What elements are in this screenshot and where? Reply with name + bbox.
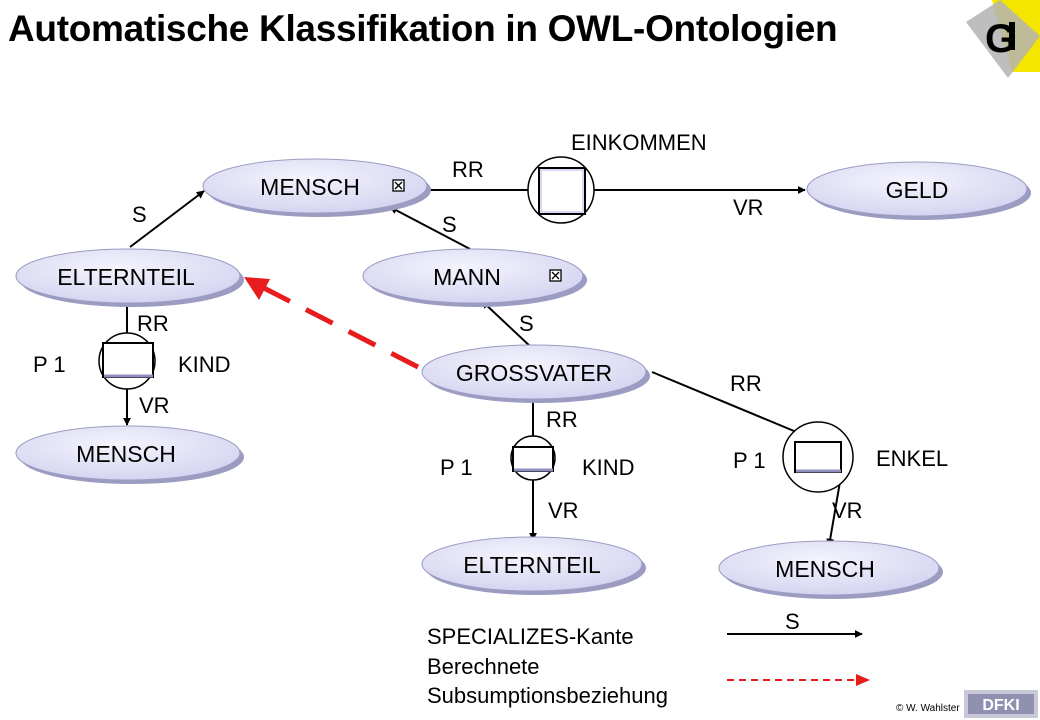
role-kind-left [98, 332, 156, 390]
role-box [102, 342, 154, 378]
label-s-mann: S [442, 212, 457, 237]
label-enkel: ENKEL [876, 446, 948, 471]
label-vr-kind-bottom: VR [548, 498, 579, 523]
legend-computed-line2: Subsumptionsbeziehung [427, 683, 668, 708]
dfki-logo-text: DFKI [982, 697, 1019, 714]
node-label: GELD [886, 177, 949, 203]
node-mensch-left: MENSCH [15, 425, 244, 484]
label-vr-einkommen: VR [733, 195, 764, 220]
defined-class-icon [549, 269, 562, 282]
edge-grossvater-mann [481, 300, 533, 349]
legend-specializes: SPECIALIZES-Kante [427, 624, 634, 649]
node-label: GROSSVATER [456, 360, 612, 386]
label-einkommen: EINKOMMEN [571, 130, 707, 155]
edge-elternteil-mensch [129, 190, 205, 248]
edges [123, 186, 843, 547]
node-mensch-bottom: MENSCH [718, 540, 943, 599]
role-enkel [782, 421, 854, 493]
node-label: MENSCH [775, 556, 875, 582]
role-box [512, 446, 554, 472]
legend: S SPECIALIZES-Kante Berechnete Subsumpti… [427, 609, 870, 708]
role-box [794, 441, 842, 473]
label-rr-einkommen: RR [452, 157, 484, 182]
label-s-grossvater: S [519, 311, 534, 336]
label-p1-enkel: P 1 [733, 448, 766, 473]
node-label: MENSCH [260, 174, 360, 200]
labels: EINKOMMEN RR VR S S S RR P 1 KIND VR RR … [33, 130, 948, 523]
edge-grossvater-enkel [651, 371, 819, 442]
node-elternteil-left: ELTERNTEIL [15, 248, 244, 307]
node-grossvater: GROSSVATER [421, 344, 650, 403]
label-s-mensch: S [132, 202, 147, 227]
node-label: ELTERNTEIL [463, 552, 601, 578]
legend-s-label: S [785, 609, 800, 634]
node-mensch-top: MENSCH [202, 158, 431, 217]
edge-mann-mensch [389, 206, 471, 250]
legend-computed-arrowhead [856, 674, 870, 686]
defined-class-icon [392, 179, 405, 192]
legend-computed-line1: Berechnete [427, 654, 540, 679]
label-kind-left: KIND [178, 352, 231, 377]
node-geld: GELD [806, 161, 1031, 220]
role-einkommen [527, 156, 595, 224]
label-rr-kind-left: RR [137, 311, 169, 336]
role-kind-bottom [510, 435, 556, 481]
node-mann: MANN [362, 248, 587, 307]
node-label: ELTERNTEIL [57, 264, 195, 290]
node-label: MENSCH [76, 441, 176, 467]
computed-subsumption-edge [260, 284, 420, 370]
node-label: MANN [433, 264, 501, 290]
label-vr-enkel: VR [832, 498, 863, 523]
label-rr-enkel: RR [730, 371, 762, 396]
logo: G [966, 0, 1040, 78]
computed-subsumption-arrowhead [244, 277, 270, 300]
label-rr-kind-bottom: RR [546, 407, 578, 432]
node-elternteil-bottom: ELTERNTEIL [421, 536, 646, 595]
dfki-logo: DFKI [964, 690, 1038, 718]
label-kind-bottom: KIND [582, 455, 635, 480]
label-vr-kind-left: VR [139, 393, 170, 418]
label-p1-bottom: P 1 [440, 455, 473, 480]
page-title: Automatische Klassifikation in OWL-Ontol… [8, 8, 838, 49]
label-p1-left: P 1 [33, 352, 66, 377]
credit-text: © W. Wahlster [896, 703, 960, 714]
